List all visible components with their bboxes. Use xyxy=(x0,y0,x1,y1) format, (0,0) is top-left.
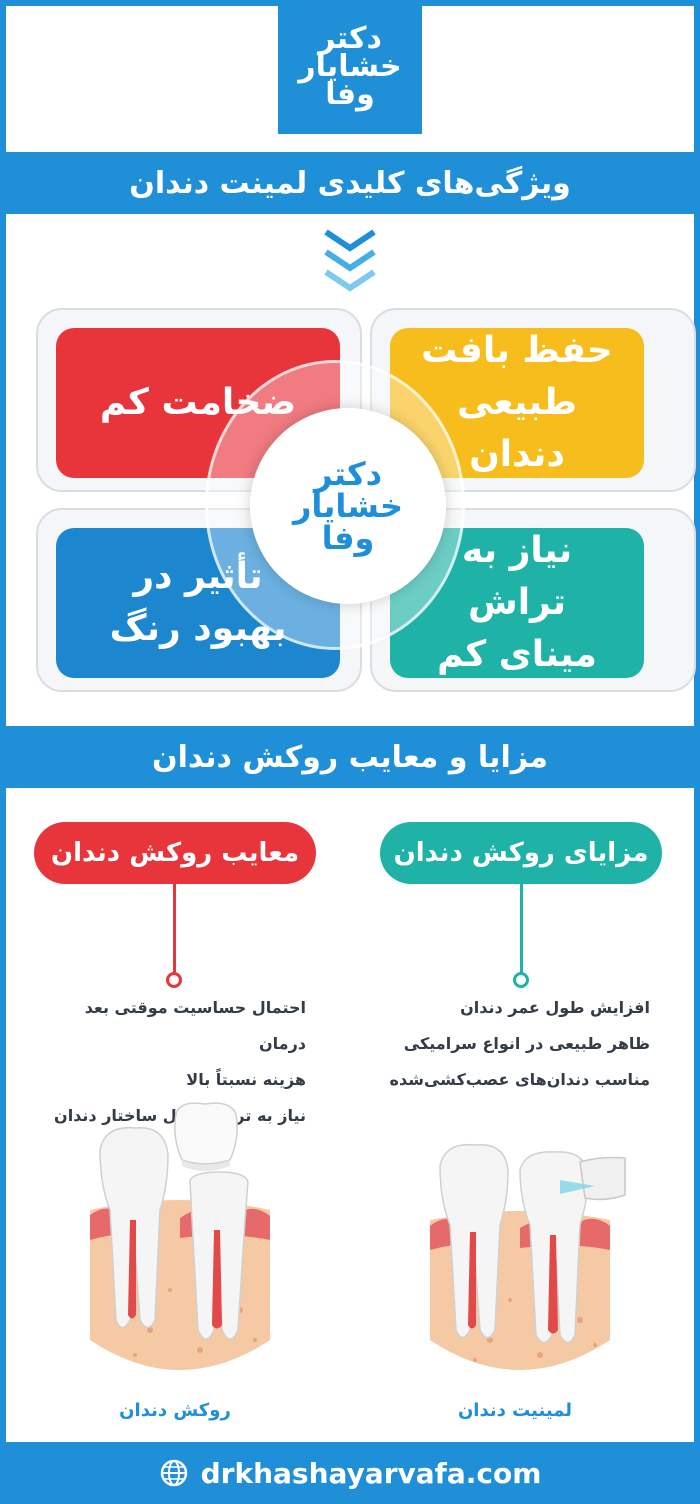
logo-line-2: خشایار xyxy=(298,49,402,84)
footer-website[interactable]: drkhashayarvafa.com xyxy=(0,1442,700,1504)
crown-caption: روکش دندان xyxy=(119,1400,231,1421)
logo-line-1: دکتر xyxy=(318,21,382,56)
feature-label: حفظ بافت xyxy=(421,330,613,371)
feature-label: طبیعی دندان xyxy=(456,382,578,475)
cons-title: معایب روکش دندان xyxy=(34,822,316,884)
chevron-down-icon xyxy=(324,249,376,272)
section-title-features: ویژگی‌های کلیدی لمینت دندان xyxy=(0,152,700,214)
list-item: هزینه نسبتاً بالا xyxy=(186,1070,306,1089)
crown-tooth-illustration xyxy=(90,1102,270,1370)
center-logo: دکتر خشایار وفا xyxy=(250,408,446,604)
logo-line-2: خشایار xyxy=(292,487,404,525)
list-item: افزایش طول عمر دندان xyxy=(460,998,650,1017)
chevron-down-icon xyxy=(324,269,376,292)
list-item: احتمال حساسیت موقتی بعد درمان xyxy=(84,998,306,1053)
chevron-down-icon xyxy=(324,229,376,252)
logo-line-3: وفا xyxy=(321,519,375,557)
website-url[interactable]: drkhashayarvafa.com xyxy=(200,1456,542,1490)
pros-list: افزایش طول عمر دندان ظاهر طبیعی در انواع… xyxy=(380,990,650,1098)
feature-label: نیاز به تراش xyxy=(461,530,573,623)
globe-icon xyxy=(160,1459,187,1487)
laminate-caption: لمینیت دندان xyxy=(457,1400,573,1421)
list-item: ظاهر طبیعی در انواع سرامیکی xyxy=(403,1034,650,1053)
connector-dot xyxy=(166,972,182,988)
pros-title: مزایای روکش دندان xyxy=(380,822,662,884)
logo-line-1: دکتر xyxy=(314,455,382,493)
connector-line xyxy=(173,884,176,980)
list-item: مناسب دندان‌های عصب‌کشی‌شده xyxy=(389,1070,650,1089)
connector-dot xyxy=(513,972,529,988)
logo-line-3: وفا xyxy=(325,77,375,112)
laminate-tooth-illustration xyxy=(430,1143,626,1370)
connector-line xyxy=(520,884,523,980)
brand-logo: دکتر خشایار وفا xyxy=(278,0,422,134)
section-title-pros-cons: مزایا و معایب روکش دندان xyxy=(0,726,700,788)
feature-label: مینای کم xyxy=(437,634,597,675)
